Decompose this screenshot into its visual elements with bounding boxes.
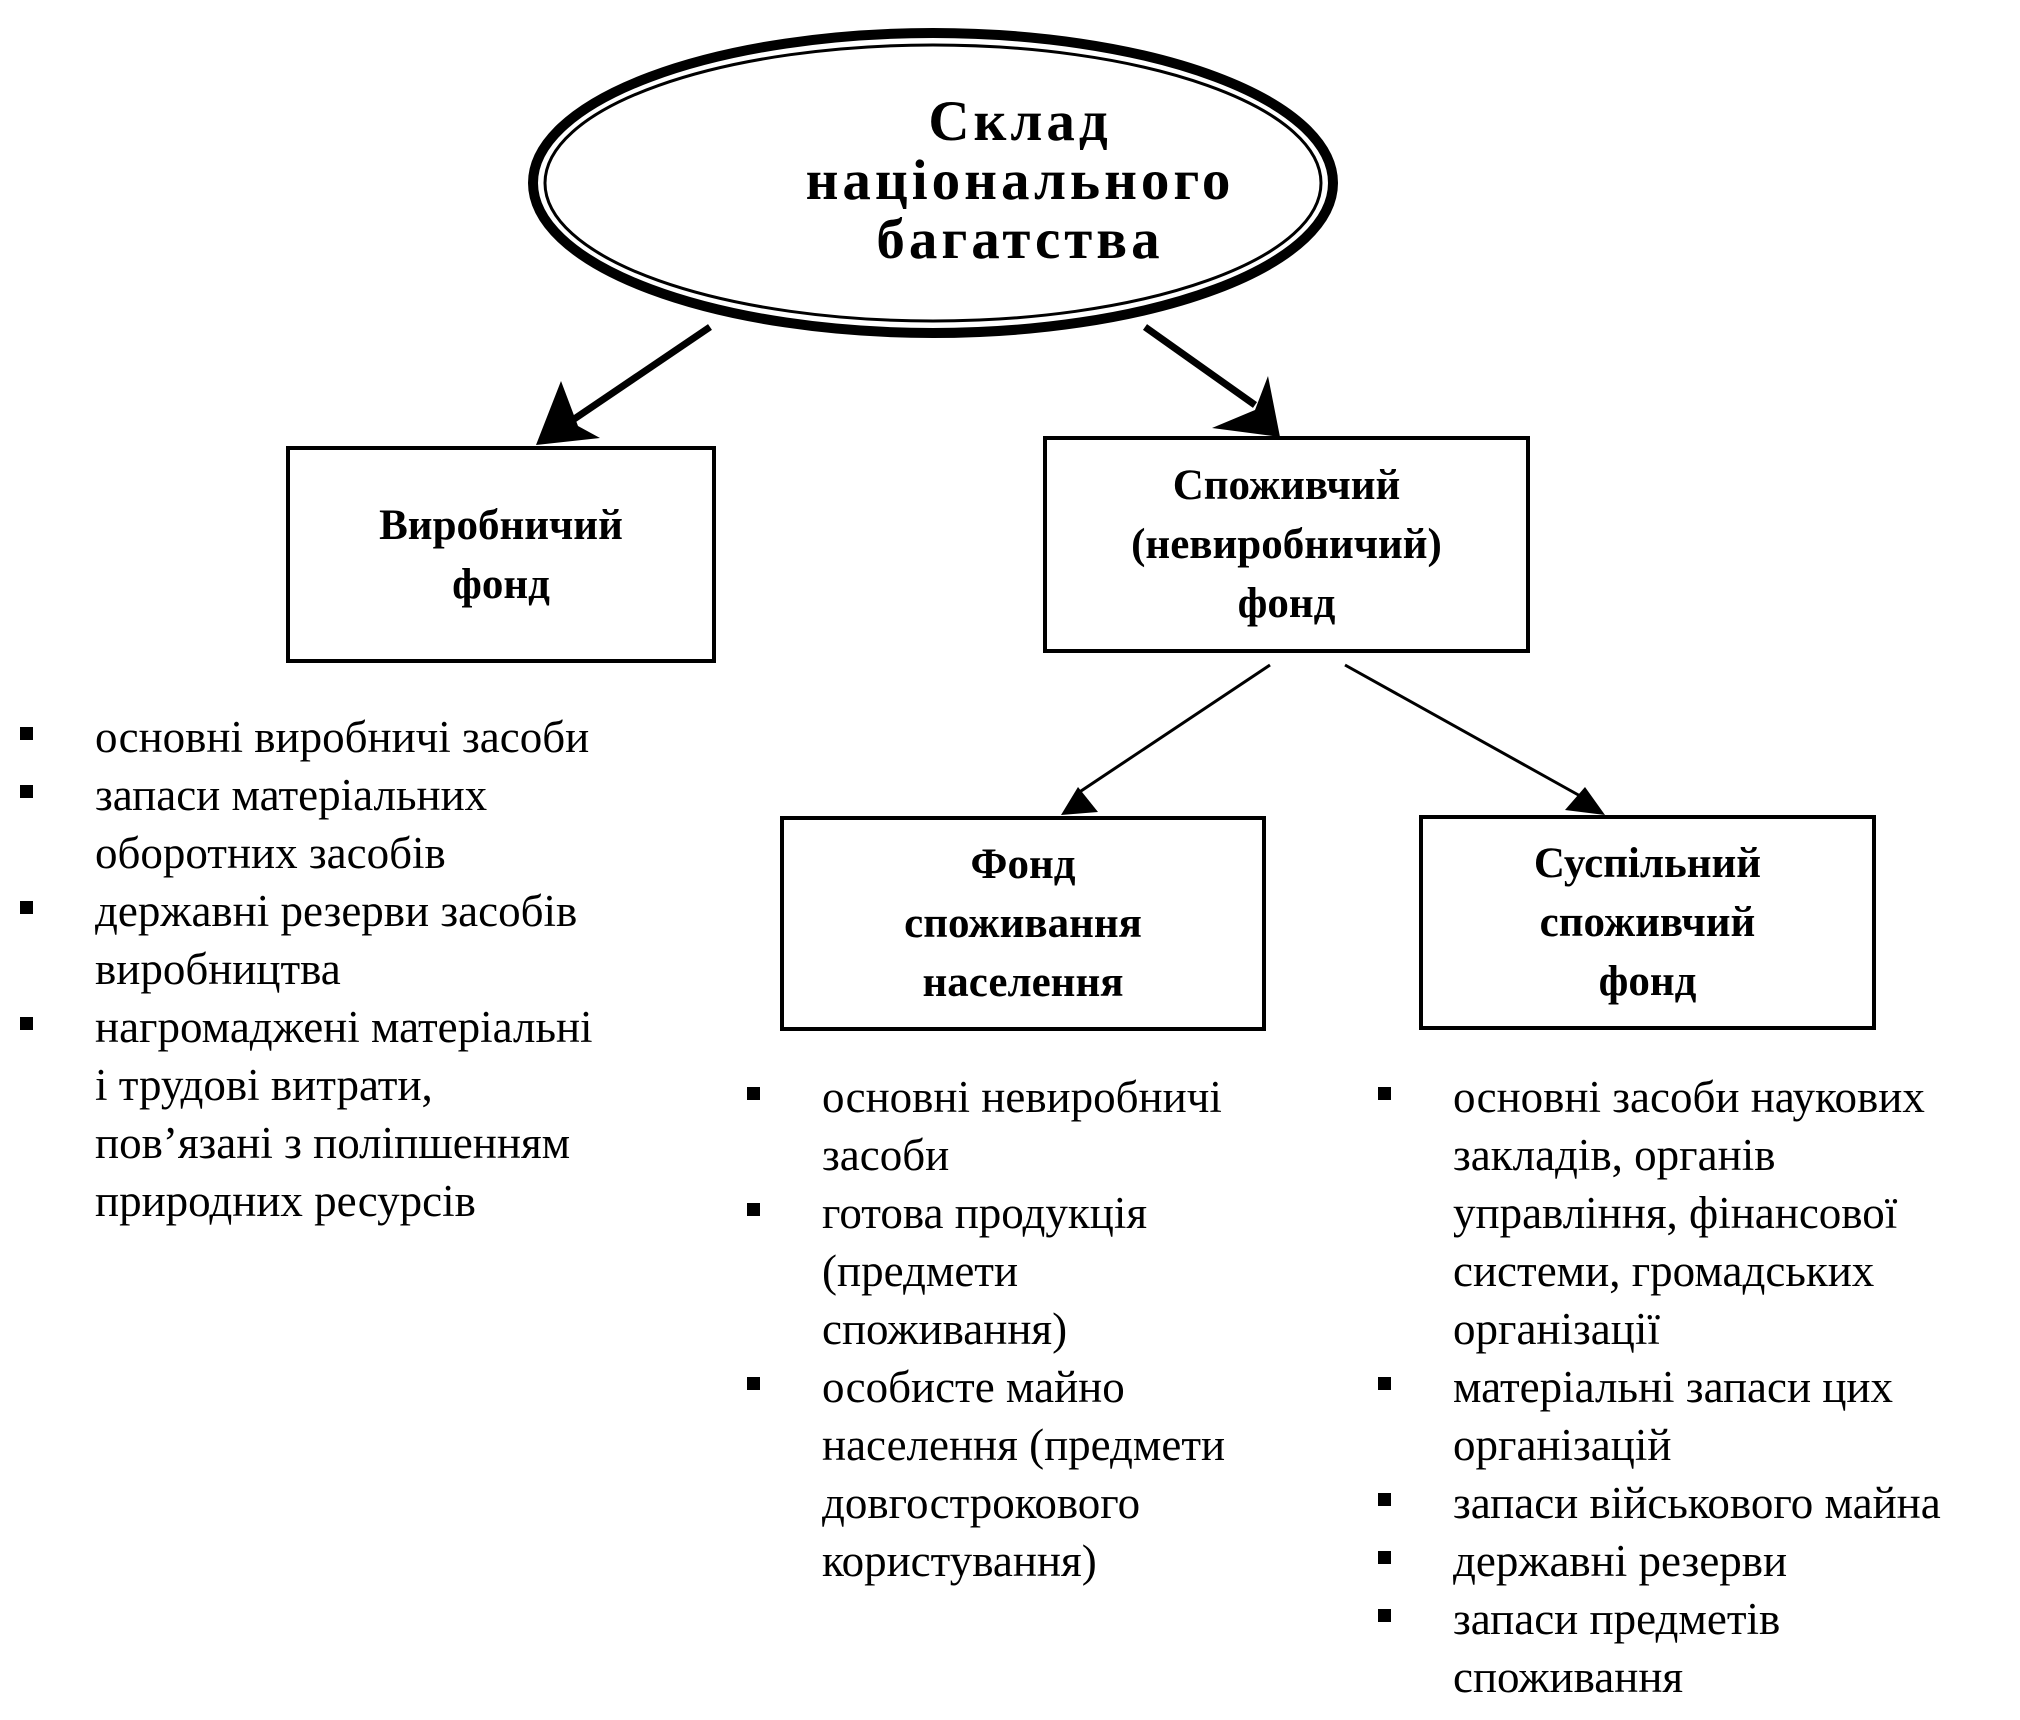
list-item: особисте майно населення (предмети довго… <box>747 1358 1225 1590</box>
list-item-line: основні виробничі засоби <box>95 712 590 762</box>
list-item-line: оборотних засобів <box>95 828 446 878</box>
list-item-line: готова продукція <box>822 1188 1148 1238</box>
title-line: національного <box>805 149 1235 212</box>
list-item-line: користування) <box>822 1536 1097 1586</box>
bullet-icon <box>20 727 33 740</box>
list-item-line: населення (предмети <box>822 1420 1226 1470</box>
list-item: готова продукція (предмети споживання) <box>747 1184 1225 1358</box>
arrowhead-production-fund <box>536 381 600 445</box>
list-item-line: (предмети <box>822 1246 1019 1296</box>
list-item: запаси матеріальних оборотних засобів <box>20 766 593 882</box>
arrow-to-consumer-fund <box>1142 324 1258 408</box>
bullet-icon <box>1378 1493 1391 1506</box>
bullet-icon <box>20 1017 33 1030</box>
node-production-fund: Виробничий фонд <box>286 446 716 663</box>
list-item-line: державні резерви <box>1453 1536 1788 1586</box>
list-item-line: управління, фінансової <box>1453 1188 1898 1238</box>
node-label-line: Суспільний <box>1533 840 1762 887</box>
list-item-line: закладів, органів <box>1453 1130 1776 1180</box>
list-item: запаси предметів споживання <box>1378 1590 1941 1706</box>
bullet-icon <box>20 785 33 798</box>
population-fund-list: основні невиробничі засоби готова продук… <box>747 1068 1225 1590</box>
list-item-line: особисте майно <box>822 1362 1125 1412</box>
list-item-line: організацій <box>1453 1420 1672 1470</box>
bullet-icon <box>747 1203 760 1216</box>
list-item-line: засоби <box>822 1130 950 1180</box>
title-line: Склад <box>928 90 1112 153</box>
list-item-line: і трудові витрати, <box>95 1060 433 1110</box>
list-item-line: системи, громадських <box>1453 1246 1875 1296</box>
list-item-line: основні невиробничі <box>822 1072 1222 1122</box>
arrowhead-public-fund <box>1565 787 1605 815</box>
diagram-title: Склад національного багатства <box>590 92 1450 269</box>
list-item-line: нагромаджені матеріальні <box>95 1002 593 1052</box>
list-item-line: споживання <box>1453 1652 1684 1702</box>
public-fund-list: основні засоби наукових закладів, органі… <box>1378 1068 1941 1706</box>
bullet-icon <box>1378 1377 1391 1390</box>
line-to-population-fund <box>1077 663 1271 795</box>
list-item-line: запаси матеріальних <box>95 770 488 820</box>
arrow-to-production-fund <box>553 324 712 435</box>
list-item-line: споживання) <box>822 1304 1068 1354</box>
list-item: матеріальні запаси цих організацій <box>1378 1358 1941 1474</box>
node-population-consumption-fund: Фонд споживання населення <box>780 816 1266 1031</box>
bullet-icon <box>747 1377 760 1390</box>
line-to-public-fund <box>1344 663 1583 799</box>
bullet-icon <box>1378 1551 1391 1564</box>
node-label-line: фонд <box>452 560 550 608</box>
title-ellipse-inner <box>543 43 1323 323</box>
list-item-line: запаси предметів <box>1453 1594 1781 1644</box>
bullet-icon <box>1378 1609 1391 1622</box>
list-item: нагромаджені матеріальні і трудові витра… <box>20 998 593 1230</box>
title-line: багатства <box>876 208 1164 271</box>
list-item-line: виробництва <box>95 944 341 994</box>
bullet-icon <box>1378 1087 1391 1100</box>
list-item-line: запаси військового майна <box>1453 1478 1941 1528</box>
node-consumer-fund: Споживчий (невиробничий) фонд <box>1043 436 1530 653</box>
list-item: основні невиробничі засоби <box>747 1068 1225 1184</box>
list-item: державні резерви засобів виробництва <box>20 882 593 998</box>
arrowhead-population-fund <box>1061 787 1098 815</box>
title-ellipse <box>528 28 1338 338</box>
list-item: основні виробничі засоби <box>20 708 593 766</box>
list-item-line: організації <box>1453 1304 1660 1354</box>
bullet-icon <box>20 901 33 914</box>
node-label-line: фонд <box>1598 958 1697 1005</box>
list-item-line: природних ресурсів <box>95 1176 476 1226</box>
bullet-icon <box>747 1087 760 1100</box>
list-item: основні засоби наукових закладів, органі… <box>1378 1068 1941 1358</box>
production-fund-list: основні виробничі засоби запаси матеріал… <box>20 708 593 1230</box>
list-item-line: державні резерви засобів <box>95 886 578 936</box>
node-label-line: населення <box>922 959 1124 1006</box>
list-item-line: основні засоби наукових <box>1453 1072 1925 1122</box>
list-item-line: довгострокового <box>822 1478 1141 1528</box>
node-label-line: (невиробничий) <box>1131 521 1442 568</box>
list-item-line: пов’язані з поліпшенням <box>95 1118 571 1168</box>
node-label-line: споживання <box>904 900 1142 947</box>
list-item-line: матеріальні запаси цих <box>1453 1362 1893 1412</box>
node-label-line: фонд <box>1237 580 1336 627</box>
node-public-consumer-fund: Суспільний споживчий фонд <box>1419 815 1876 1030</box>
list-item: державні резерви <box>1378 1532 1941 1590</box>
node-label-line: Споживчий <box>1172 462 1401 509</box>
arrowhead-consumer-fund <box>1212 376 1280 437</box>
node-label-line: Виробничий <box>379 501 623 549</box>
node-label-line: споживчий <box>1539 899 1756 946</box>
list-item: запаси військового майна <box>1378 1474 1941 1532</box>
node-label-line: Фонд <box>970 841 1076 888</box>
